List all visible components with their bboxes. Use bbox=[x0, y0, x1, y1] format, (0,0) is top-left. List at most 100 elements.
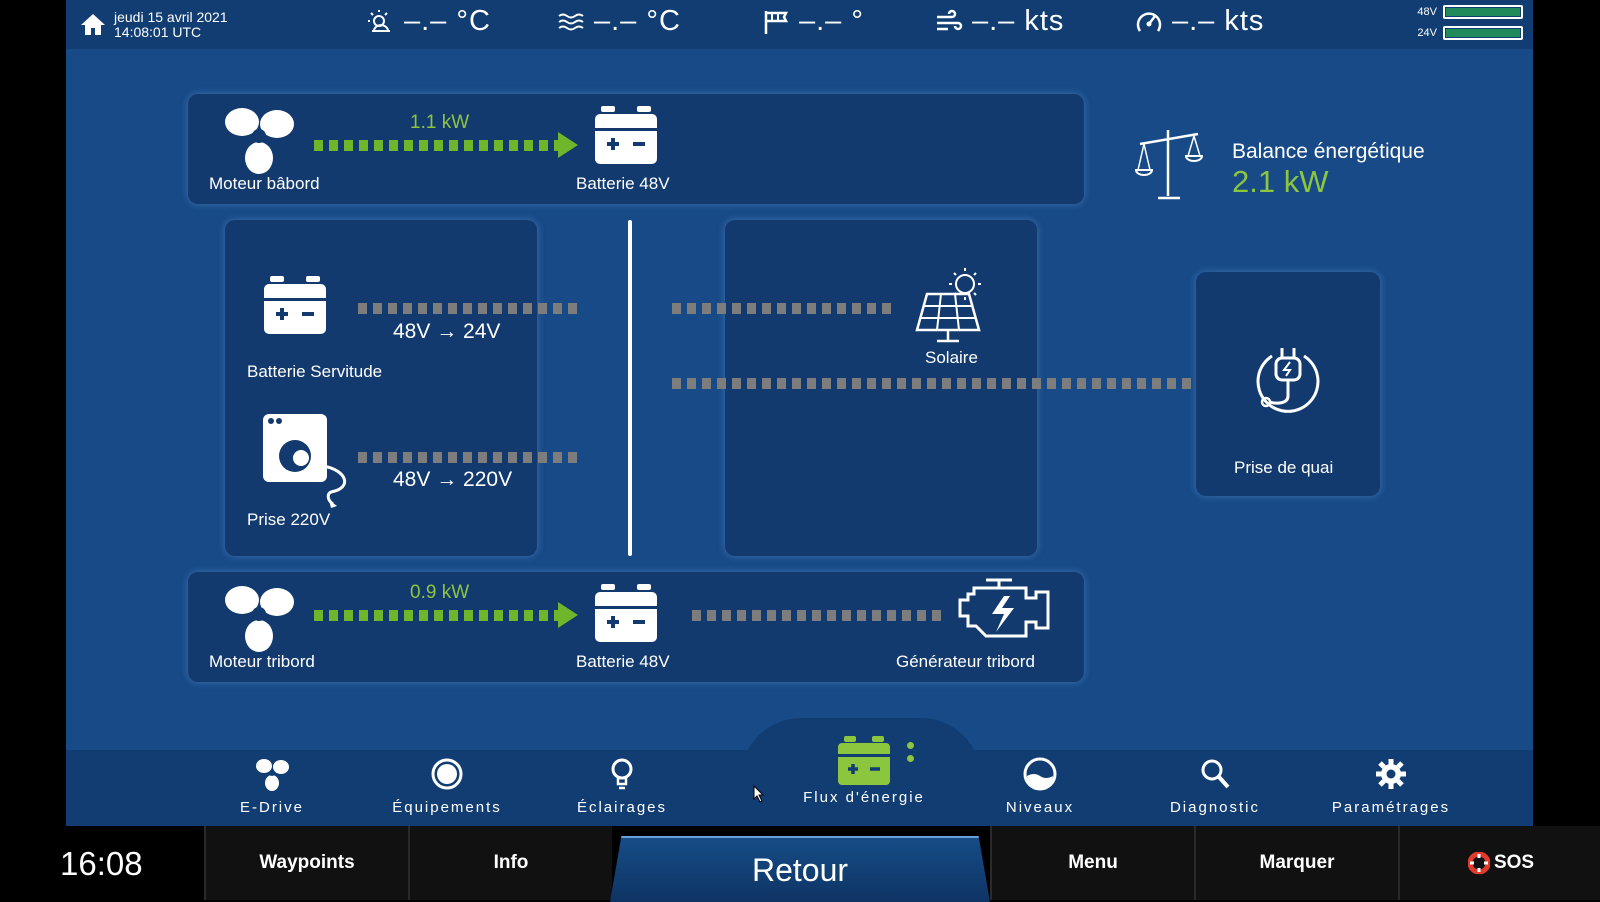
retour-button[interactable]: Retour bbox=[610, 836, 990, 902]
menu-button[interactable]: Menu bbox=[990, 826, 1194, 900]
boat-speed-value: –.– kts bbox=[1172, 5, 1265, 37]
nav-flux-energie-label: Flux d'énergie bbox=[803, 789, 925, 806]
circle-icon bbox=[431, 758, 463, 790]
battery-48v-bar bbox=[1443, 5, 1523, 19]
info-button[interactable]: Info bbox=[408, 826, 612, 900]
nav-e-drive[interactable]: E-Drive bbox=[187, 756, 357, 816]
wind-direction-icon bbox=[764, 10, 789, 34]
date-text: jeudi 15 avril 2021 bbox=[114, 9, 228, 25]
water-temperature-value: –.– °C bbox=[594, 5, 681, 37]
starboard-arrow-head bbox=[558, 602, 578, 628]
time-text: 14:08:01 UTC bbox=[114, 24, 202, 40]
battery-24v-bar bbox=[1443, 26, 1523, 40]
nav-equipements-label: Équipements bbox=[392, 799, 502, 816]
balance-label: Balance énergétique bbox=[1232, 140, 1425, 163]
water-temp-icon bbox=[558, 13, 584, 30]
wind-direction: –.– ° bbox=[761, 5, 864, 38]
service-panel: Batterie Servitude 48V → 24V Prise 220V … bbox=[225, 220, 578, 556]
battery-icon bbox=[264, 276, 326, 334]
system-clock: 16:08 bbox=[60, 845, 143, 882]
solar-flow bbox=[672, 303, 892, 314]
battery-icon bbox=[838, 736, 890, 785]
wind-speed: –.– kts bbox=[934, 5, 1064, 38]
balance-value: 2.1 kW bbox=[1232, 164, 1329, 199]
service-conversion: 48V → 24V bbox=[393, 320, 501, 343]
bottom-nav bbox=[66, 750, 1533, 826]
outlet-220-flow bbox=[358, 452, 578, 463]
nav-diagnostic[interactable]: Diagnostic bbox=[1130, 756, 1300, 816]
nav-eclairages[interactable]: Éclairages bbox=[537, 756, 707, 816]
marquer-button[interactable]: Marquer bbox=[1194, 826, 1398, 900]
plug-icon bbox=[1256, 348, 1320, 413]
battery-48v-indicator: 48V bbox=[1417, 5, 1523, 19]
nav-niveaux-label: Niveaux bbox=[1005, 799, 1075, 816]
waypoints-button[interactable]: Waypoints bbox=[204, 826, 408, 900]
search-icon bbox=[1201, 759, 1230, 789]
starboard-motor-label: Moteur tribord bbox=[209, 652, 315, 671]
air-temperature: –.– °C bbox=[366, 5, 491, 38]
port-flow-arrow bbox=[314, 140, 560, 151]
port-battery-label: Batterie 48V bbox=[576, 174, 670, 193]
service-battery-flow bbox=[358, 303, 578, 314]
battery-24v-indicator: 24V bbox=[1417, 26, 1523, 40]
battery-48v-label: 48V bbox=[1417, 6, 1437, 18]
starboard-flow-arrow bbox=[314, 610, 560, 621]
gear-icon bbox=[1376, 759, 1406, 789]
port-motor-power: 1.1 kW bbox=[410, 112, 470, 133]
propeller-icon bbox=[225, 108, 294, 174]
solar-label: Solaire bbox=[925, 348, 978, 367]
outlet-220-label: Prise 220V bbox=[247, 510, 331, 529]
bus-line bbox=[628, 220, 632, 556]
nav-parametrages-label: Paramétrages bbox=[1331, 799, 1451, 816]
cursor-icon bbox=[753, 785, 765, 803]
wind-direction-value: –.– ° bbox=[799, 5, 864, 37]
battery-icon bbox=[595, 584, 657, 642]
propeller-icon bbox=[256, 759, 289, 791]
starboard-motor-power: 0.9 kW bbox=[410, 582, 470, 603]
battery-24v-fill bbox=[1446, 29, 1520, 37]
port-arrow-head bbox=[558, 132, 578, 158]
main-screen: jeudi 15 avril 2021 14:08:01 UTC –.– °C … bbox=[66, 0, 1533, 826]
nav-diagnostic-label: Diagnostic bbox=[1169, 799, 1261, 816]
solar-panel-icon bbox=[915, 268, 981, 343]
port-motor-label: Moteur bâbord bbox=[209, 174, 320, 193]
service-battery-label: Batterie Servitude bbox=[247, 362, 383, 381]
engine-icon bbox=[958, 578, 1050, 638]
battery-icon bbox=[595, 106, 657, 164]
shore-power-panel: Prise de quai bbox=[1196, 272, 1380, 496]
nav-eclairages-label: Éclairages bbox=[576, 799, 668, 816]
battery-24v-label: 24V bbox=[1417, 27, 1437, 39]
outlet-conversion: 48V → 220V bbox=[393, 468, 513, 491]
nav-e-drive-label: E-Drive bbox=[239, 799, 304, 816]
nav-parametrages[interactable]: Paramétrages bbox=[1306, 756, 1476, 816]
nav-flux-energie[interactable]: Flux d'énergie bbox=[779, 734, 949, 806]
date-time: jeudi 15 avril 2021 14:08:01 UTC bbox=[114, 10, 228, 40]
lifebuoy-icon bbox=[1467, 852, 1490, 874]
gauge-icon bbox=[1023, 757, 1057, 791]
port-flow-panel: Moteur bâbord 1.1 kW Batterie 48V bbox=[188, 94, 1084, 204]
sos-button[interactable]: SOS bbox=[1398, 826, 1600, 900]
water-temperature: –.– °C bbox=[556, 5, 681, 38]
sos-label: SOS bbox=[1493, 852, 1535, 873]
more-dots-icon[interactable] bbox=[907, 742, 914, 766]
battery-48v-fill bbox=[1446, 8, 1520, 16]
starboard-battery-label: Batterie 48V bbox=[576, 652, 670, 671]
boat-speed: –.– kts bbox=[1134, 5, 1264, 38]
weather-temp-icon bbox=[368, 9, 390, 32]
starboard-flow-panel: Moteur tribord 0.9 kW Batterie 48V Génér… bbox=[188, 572, 1084, 682]
bulb-icon bbox=[611, 758, 633, 790]
status-bar: jeudi 15 avril 2021 14:08:01 UTC –.– °C … bbox=[66, 0, 1533, 49]
home-icon[interactable] bbox=[80, 12, 106, 36]
generator-flow bbox=[692, 610, 942, 621]
wind-speed-icon bbox=[937, 9, 963, 30]
air-temperature-value: –.– °C bbox=[404, 5, 491, 37]
shore-flow bbox=[672, 378, 1215, 389]
nav-niveaux[interactable]: Niveaux bbox=[955, 756, 1125, 816]
propeller-icon bbox=[225, 586, 294, 652]
nav-equipements[interactable]: Équipements bbox=[362, 756, 532, 816]
scale-icon bbox=[1134, 130, 1204, 200]
boat-speed-icon bbox=[1136, 11, 1162, 32]
outlet-icon bbox=[263, 414, 347, 508]
shore-power-label: Prise de quai bbox=[1234, 458, 1334, 477]
wind-speed-value: –.– kts bbox=[972, 5, 1065, 37]
